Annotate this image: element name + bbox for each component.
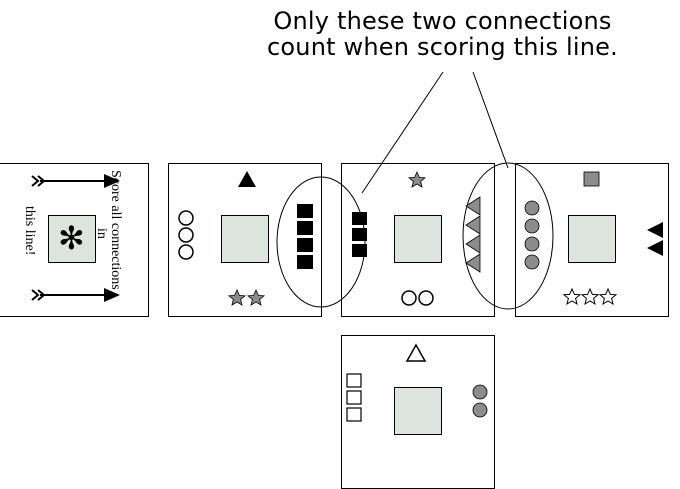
pointer-line-left [361,71,444,194]
tile-c [515,163,669,317]
connection-ellipse-left [276,176,366,308]
circle-icon [472,384,488,418]
tile-c-center [568,215,616,263]
callout-text: Only these two connections count when sc… [220,8,665,60]
scoring-tile-center: ✻ [48,215,96,263]
double-chevron-arrow-icon [31,288,120,302]
circle-icon [178,210,194,260]
circle-icon [401,290,434,306]
scoring-tile: ✻ Score all connections in this line! [0,163,149,317]
tile-a-center [221,215,269,263]
callout-line-2: count when scoring this line. [267,33,618,61]
pointer-line-right [472,71,509,169]
triangle-icon [647,222,663,256]
diagram-overlay [31,71,663,422]
asterisk-icon: ✻ [58,219,85,257]
triangle-icon [238,171,256,187]
triangle-icon [465,196,481,273]
double-chevron-arrow-icon [31,174,120,188]
square-icon [346,373,362,422]
callout-line-1: Only these two connections [273,7,612,35]
square-icon [583,171,600,187]
square-icon [297,204,313,269]
star-icon [227,289,266,306]
circle-icon [524,200,540,270]
star-icon [562,287,618,306]
tile-b-center [394,215,442,263]
triangle-icon [405,343,427,362]
star-icon [407,171,427,188]
square-icon [352,212,367,257]
connection-ellipse-right [462,162,554,310]
